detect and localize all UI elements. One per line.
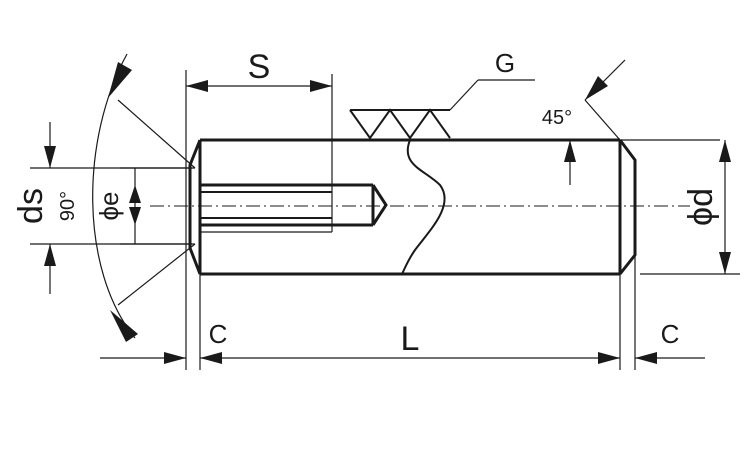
dimension-phi-d: ϕd bbox=[640, 140, 740, 275]
threaded-hole bbox=[200, 74, 388, 233]
label-s: S bbox=[248, 48, 271, 86]
break-line bbox=[401, 139, 446, 275]
label-ds: ds bbox=[12, 188, 50, 224]
label-phi-e: ϕe bbox=[94, 191, 124, 220]
dimension-s: S bbox=[185, 48, 332, 370]
label-45: 45° bbox=[542, 107, 572, 129]
dimension-phi-e: ϕe bbox=[94, 167, 195, 245]
dimension-bottom: C L C bbox=[100, 255, 705, 370]
label-l: L bbox=[401, 320, 420, 358]
angle-45: 45° bbox=[542, 59, 720, 185]
label-c-right: C bbox=[661, 319, 680, 349]
label-c-left: C bbox=[209, 319, 228, 349]
label-90: 90° bbox=[57, 191, 79, 221]
angle-90: 90° bbox=[57, 53, 196, 342]
label-phi-d: ϕd bbox=[682, 188, 720, 226]
label-g: G bbox=[495, 48, 515, 78]
thread-symbol-g: G bbox=[349, 48, 535, 140]
